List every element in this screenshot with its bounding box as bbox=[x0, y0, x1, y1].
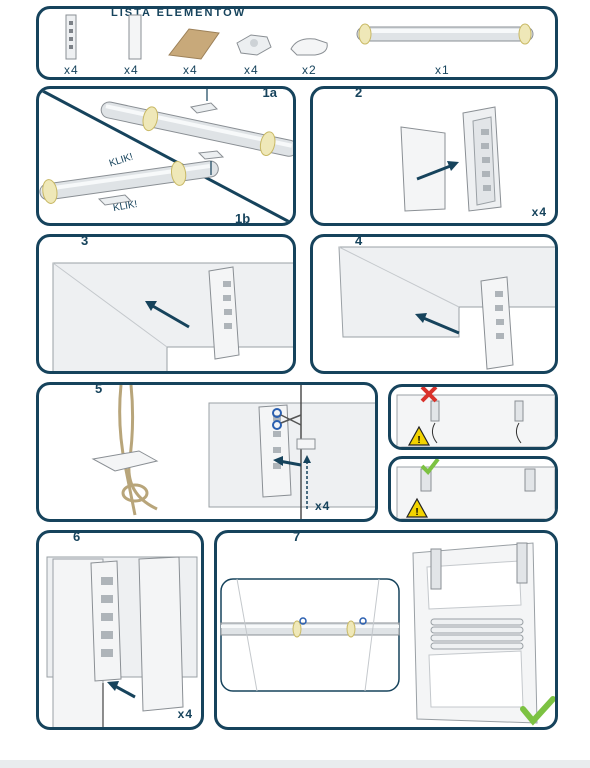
correct-example-illustration: ! bbox=[396, 466, 555, 519]
svg-text:!: ! bbox=[417, 435, 420, 446]
rod-part bbox=[356, 23, 534, 45]
step-1b-number: 1b bbox=[229, 212, 257, 223]
mounting-plate-part bbox=[128, 14, 142, 60]
step-5-number: 5 bbox=[89, 385, 109, 396]
step-5-qty: x4 bbox=[315, 499, 331, 513]
step-4-number: 4 bbox=[349, 237, 369, 248]
step-3-illustration bbox=[52, 262, 293, 371]
correct-example-panel: ! bbox=[388, 456, 558, 522]
step-2-illustration bbox=[400, 106, 502, 212]
check-icon bbox=[420, 459, 440, 476]
step-6-qty: x4 bbox=[177, 707, 193, 721]
step-6-panel: 6 x4 bbox=[36, 530, 204, 730]
step-1a-number: 1a bbox=[256, 89, 283, 100]
step-6-number: 6 bbox=[67, 533, 87, 544]
warning-icon: ! bbox=[407, 425, 431, 446]
blinds-illustration bbox=[430, 618, 524, 650]
step-7-panel: 7 bbox=[214, 530, 558, 730]
svg-text:!: ! bbox=[415, 507, 418, 518]
step-4-panel: 4 bbox=[310, 234, 558, 374]
step-6-illustration bbox=[46, 556, 198, 727]
qty-pad: x4 bbox=[183, 63, 198, 77]
qty-rod: x1 bbox=[435, 63, 450, 77]
wrong-example-panel: ! bbox=[388, 384, 558, 450]
step-5-panel: 5 x4 bbox=[36, 382, 378, 522]
holder-strip-part bbox=[65, 14, 77, 60]
qty-stopper: x2 bbox=[302, 63, 317, 77]
parts-list-panel: LISTA ELEMENTÓW x4 x4 x4 x4 x2 x1 bbox=[36, 6, 558, 80]
step-7-number: 7 bbox=[287, 533, 307, 544]
qty-clip: x4 bbox=[244, 63, 259, 77]
stopper-part bbox=[290, 38, 328, 56]
warning-icon: ! bbox=[405, 497, 429, 518]
scissors-icon bbox=[272, 408, 302, 430]
step-3-number: 3 bbox=[75, 237, 95, 248]
step-2-panel: 2 x4 bbox=[310, 86, 558, 226]
step-3-panel: 3 bbox=[36, 234, 296, 374]
qty-plate: x4 bbox=[124, 63, 139, 77]
step-2-qty: x4 bbox=[531, 205, 547, 219]
step-4-illustration bbox=[338, 246, 555, 370]
parts-list-title: LISTA ELEMENTÓW bbox=[105, 9, 253, 19]
cross-icon bbox=[420, 387, 438, 403]
wrong-example-illustration: ! bbox=[396, 394, 555, 447]
footer-strip bbox=[0, 760, 590, 768]
check-icon bbox=[520, 696, 555, 726]
qty-holder: x4 bbox=[64, 63, 79, 77]
step-1-panel: 1a KLIK! KLIK! 1b bbox=[36, 86, 296, 226]
adhesive-pad-part bbox=[168, 28, 220, 60]
step-5-illustration bbox=[91, 385, 375, 519]
step-1-illustration bbox=[39, 89, 293, 223]
step-2-number: 2 bbox=[349, 89, 369, 100]
parts-illustrations bbox=[65, 14, 534, 60]
step-7-illustration bbox=[220, 542, 555, 726]
